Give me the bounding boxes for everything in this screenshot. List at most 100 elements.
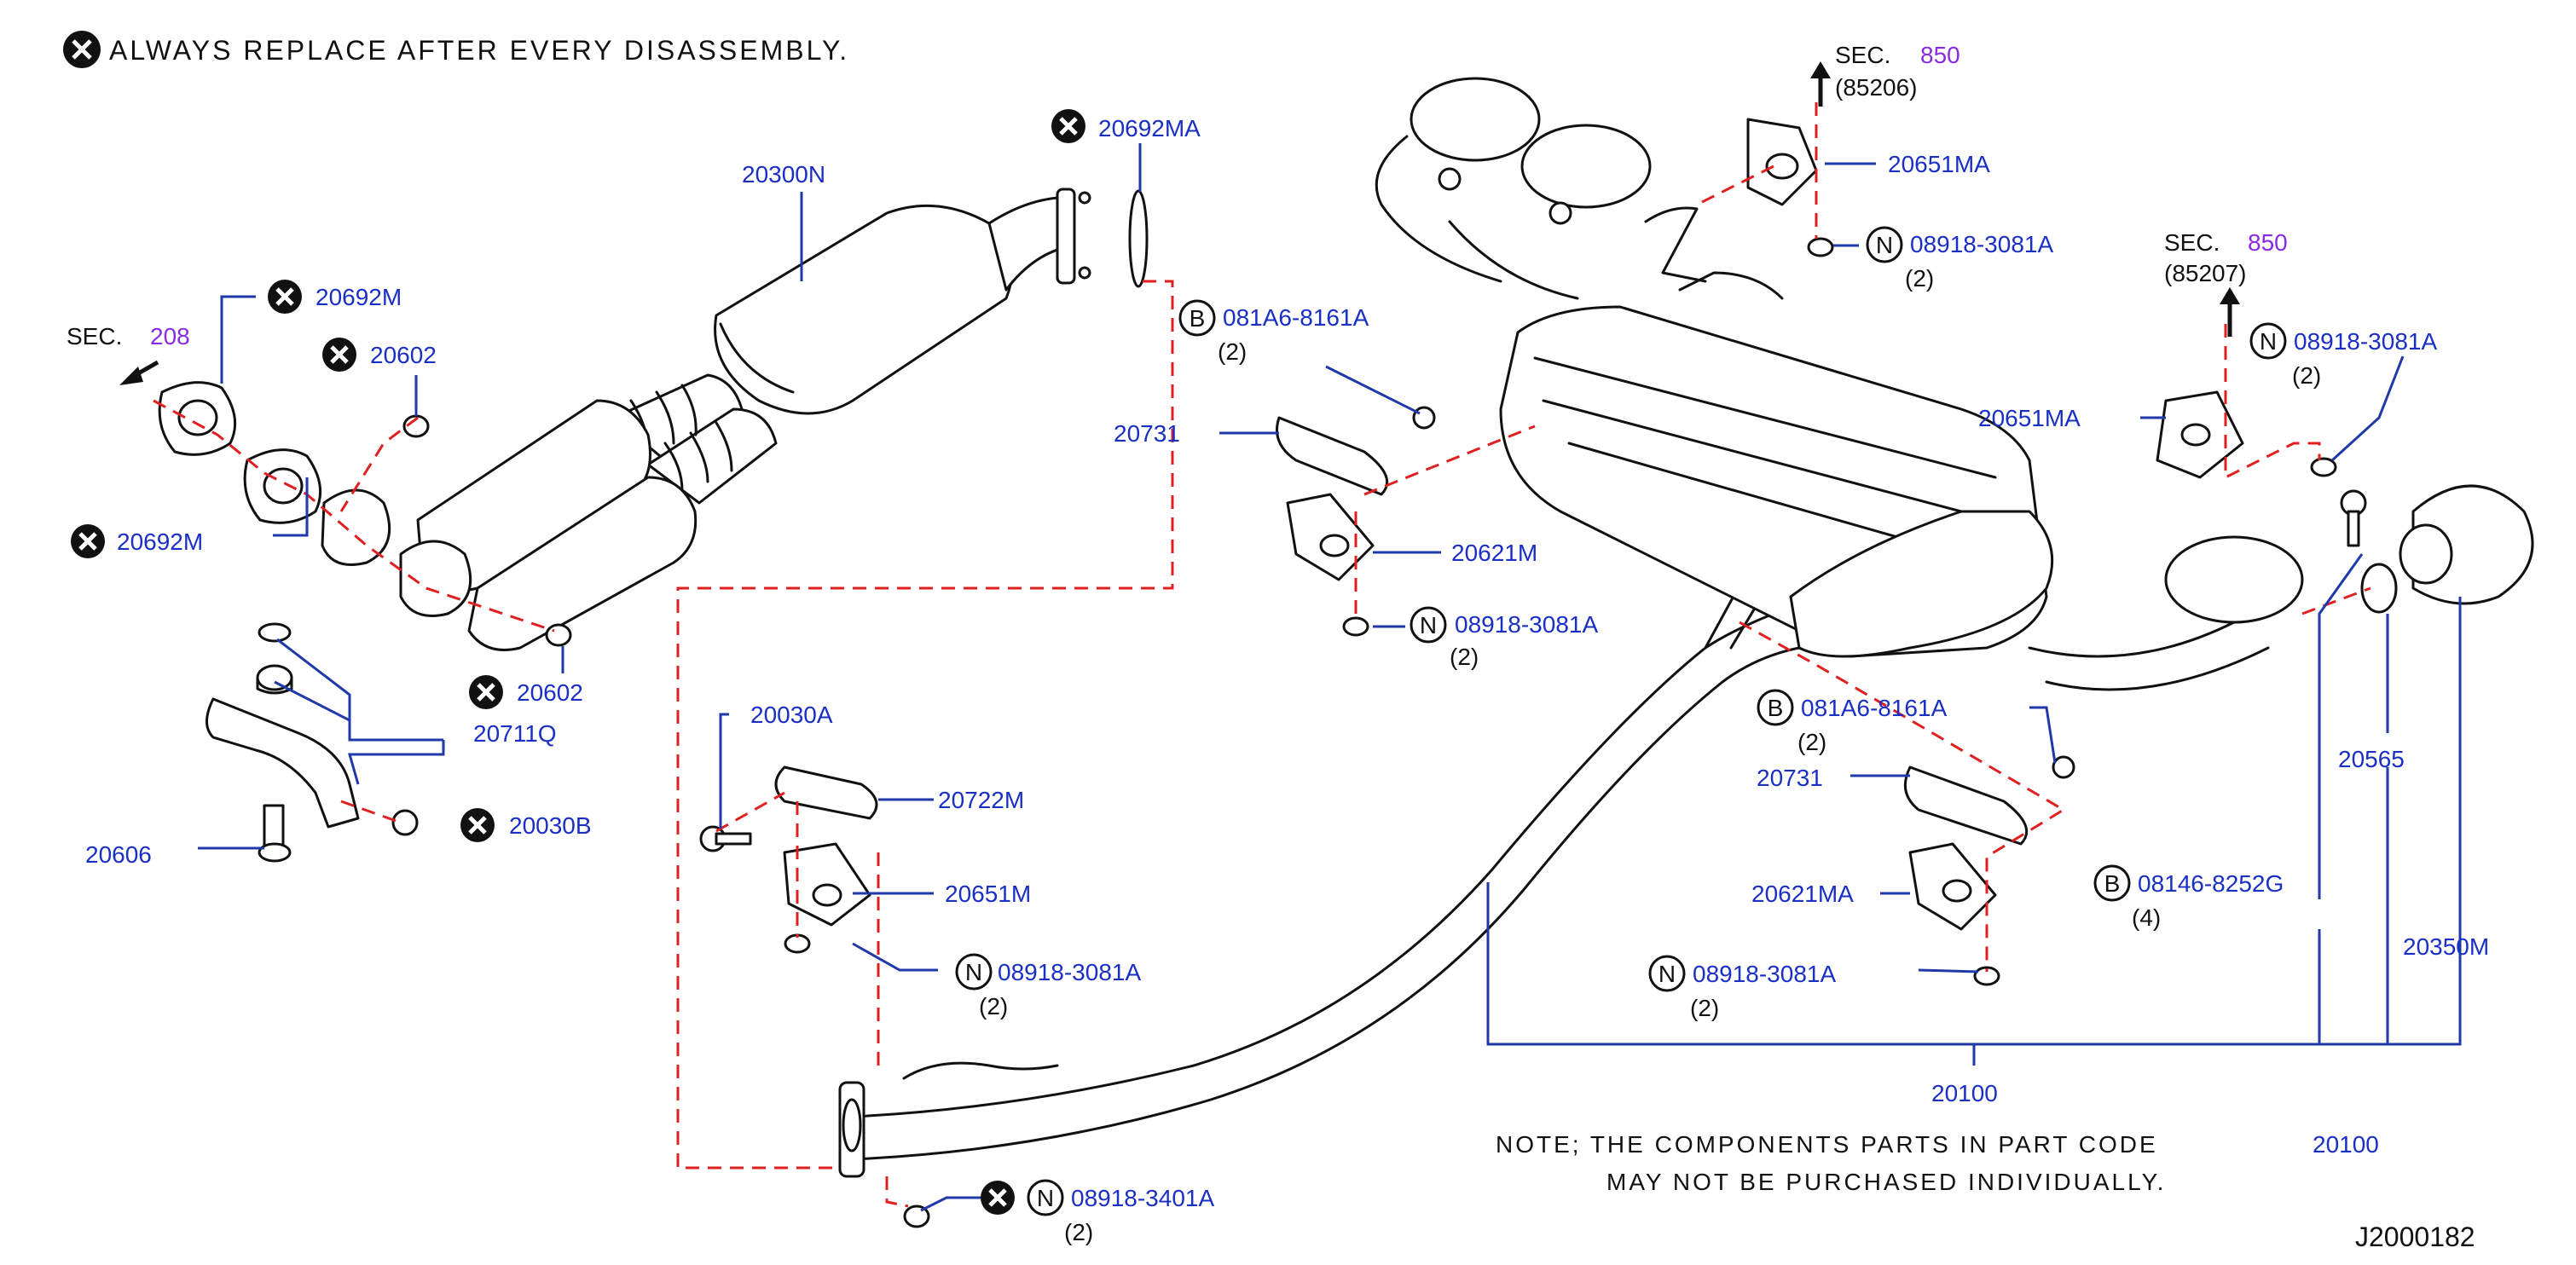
hanger-20651MA-right <box>2156 390 2337 479</box>
front-tube-catalysts <box>321 188 1091 651</box>
n-circle-icon: N <box>2249 322 2287 360</box>
label-20030B: 20030B <box>509 812 592 839</box>
sec850-right-num: 850 <box>2248 229 2288 256</box>
sec208-num: 208 <box>150 323 190 349</box>
n-circle-icon: N <box>1410 606 1447 644</box>
label-20030A: 20030A <box>750 702 833 728</box>
sec850-right-prefix: SEC. <box>2164 229 2220 256</box>
label-08918-3081A-d: 08918-3081A <box>2294 328 2437 355</box>
x-circle-icon <box>322 338 356 372</box>
label-08918-3081A-b: 08918-3081A <box>1455 611 1598 638</box>
svg-text:N: N <box>2260 328 2277 355</box>
label-20100-a: 20100 <box>1931 1080 1998 1106</box>
x-circle-icon <box>981 1181 1015 1215</box>
qty-08918-3401A: (2) <box>1064 1219 1093 1245</box>
qty-08918-3081A-e: (2) <box>1690 995 1719 1021</box>
label-20651MA-top: 20651MA <box>1888 151 1990 177</box>
hanger-20621M <box>1286 493 1375 637</box>
n-circle-icon: N <box>1027 1179 1064 1216</box>
bracket-20731-top <box>1276 406 1436 496</box>
b-circle-icon: B <box>1178 299 1216 337</box>
arrow-sec850-right <box>2220 287 2240 337</box>
bracket-20722M <box>699 765 878 852</box>
x-circle-icon <box>268 280 302 314</box>
sec208-prefix: SEC. <box>67 323 122 349</box>
leader-lines <box>198 143 2462 1212</box>
bracket-20731-bottom <box>1903 755 2075 846</box>
label-20350M: 20350M <box>2403 933 2489 960</box>
svg-text:N: N <box>1876 232 1893 258</box>
n-circle-icon: N <box>1866 226 1903 263</box>
label-20731-top: 20731 <box>1114 420 1180 447</box>
label-08918-3081A-c: 08918-3081A <box>1910 231 2053 257</box>
label-20651M: 20651M <box>945 881 1031 907</box>
x-circle-icon <box>460 808 495 842</box>
label-20722M: 20722M <box>938 787 1024 813</box>
nut-08918-3401A <box>903 1204 930 1228</box>
label-08146-8252G: 08146-8252G <box>2138 870 2284 897</box>
qty-081A6-8161A-b: (2) <box>1797 729 1826 755</box>
label-081A6-8161A-a: 081A6-8161A <box>1223 304 1369 331</box>
label-081A6-8161A-b: 081A6-8161A <box>1801 695 1948 721</box>
x-circle-icon <box>63 31 101 68</box>
label-20692MA: 20692MA <box>1098 115 1201 142</box>
sec850-right-ref: (85207) <box>2164 260 2247 286</box>
svg-text:N: N <box>1420 612 1437 638</box>
sec850-top-num: 850 <box>1920 42 1960 68</box>
nut-20602-bottom <box>545 623 572 647</box>
purchase-note-line1: NOTE; THE COMPONENTS PARTS IN PART CODE <box>1496 1131 2158 1158</box>
n-circle-icon: N <box>955 953 993 991</box>
qty-08146-8252G: (4) <box>2132 904 2161 931</box>
label-20651MA-right: 20651MA <box>1978 405 2081 431</box>
label-08918-3081A-e: 08918-3081A <box>1693 961 1836 987</box>
replace-note-text: ALWAYS REPLACE AFTER EVERY DISASSEMBLY. <box>109 35 849 66</box>
label-20621MA: 20621MA <box>1751 881 1854 907</box>
svg-text:B: B <box>2104 870 2121 897</box>
arrow-sec208 <box>119 360 159 385</box>
diagram-code: J2000182 <box>2355 1222 2475 1252</box>
label-08918-3401A: 08918-3401A <box>1071 1185 1214 1211</box>
purchase-note-line2: MAY NOT BE PURCHASED INDIVIDUALLY. <box>1606 1169 2166 1195</box>
qty-08918-3081A-d: (2) <box>2292 362 2321 389</box>
label-20731-bottom: 20731 <box>1757 765 1823 791</box>
purchase-note: NOTE; THE COMPONENTS PARTS IN PART CODE … <box>1496 1131 2166 1195</box>
qty-08918-3081A-a: (2) <box>979 993 1008 1020</box>
gasket-20692MA <box>1128 189 1149 288</box>
label-20602-top: 20602 <box>370 342 437 368</box>
sec850-top-prefix: SEC. <box>1835 42 1890 68</box>
label-20692M-left: 20692M <box>117 529 203 555</box>
n-circle-icon: N <box>1648 955 1686 992</box>
svg-text:B: B <box>1768 695 1784 721</box>
label-20602-bottom: 20602 <box>517 679 583 706</box>
hanger-20651MA-top <box>1746 118 1834 257</box>
x-circle-icon <box>71 524 105 558</box>
hanger-20621MA <box>1908 842 2000 986</box>
svg-text:N: N <box>965 959 982 985</box>
qty-08918-3081A-b: (2) <box>1450 644 1479 670</box>
label-20100-b: 20100 <box>2313 1131 2379 1158</box>
gasket-group-left <box>158 381 322 524</box>
label-20621M: 20621M <box>1451 540 1537 566</box>
b-circle-icon: B <box>1757 689 1794 726</box>
rear-muffler-assembly <box>1375 77 2534 691</box>
label-20711Q: 20711Q <box>473 720 557 747</box>
b-circle-icon: B <box>2093 864 2131 902</box>
svg-text:B: B <box>1190 305 1206 332</box>
label-20300N: 20300N <box>742 161 825 188</box>
arrow-sec850-top <box>1810 61 1831 107</box>
label-20692M-top: 20692M <box>315 284 402 310</box>
qty-081A6-8161A-a: (2) <box>1218 338 1247 365</box>
x-circle-icon <box>1051 109 1085 143</box>
label-20565: 20565 <box>2338 746 2405 772</box>
replace-note: ALWAYS REPLACE AFTER EVERY DISASSEMBLY. <box>63 31 849 68</box>
label-08918-3081A-a: 08918-3081A <box>998 959 1141 985</box>
hanger-20651M <box>783 842 871 954</box>
sec850-top-ref: (85206) <box>1835 74 1918 101</box>
label-20606: 20606 <box>85 841 152 868</box>
qty-08918-3081A-c: (2) <box>1905 265 1934 292</box>
bracket-20711Q <box>206 622 419 863</box>
center-pipe <box>838 552 1801 1178</box>
x-circle-icon <box>469 675 503 709</box>
svg-text:N: N <box>1658 961 1676 987</box>
